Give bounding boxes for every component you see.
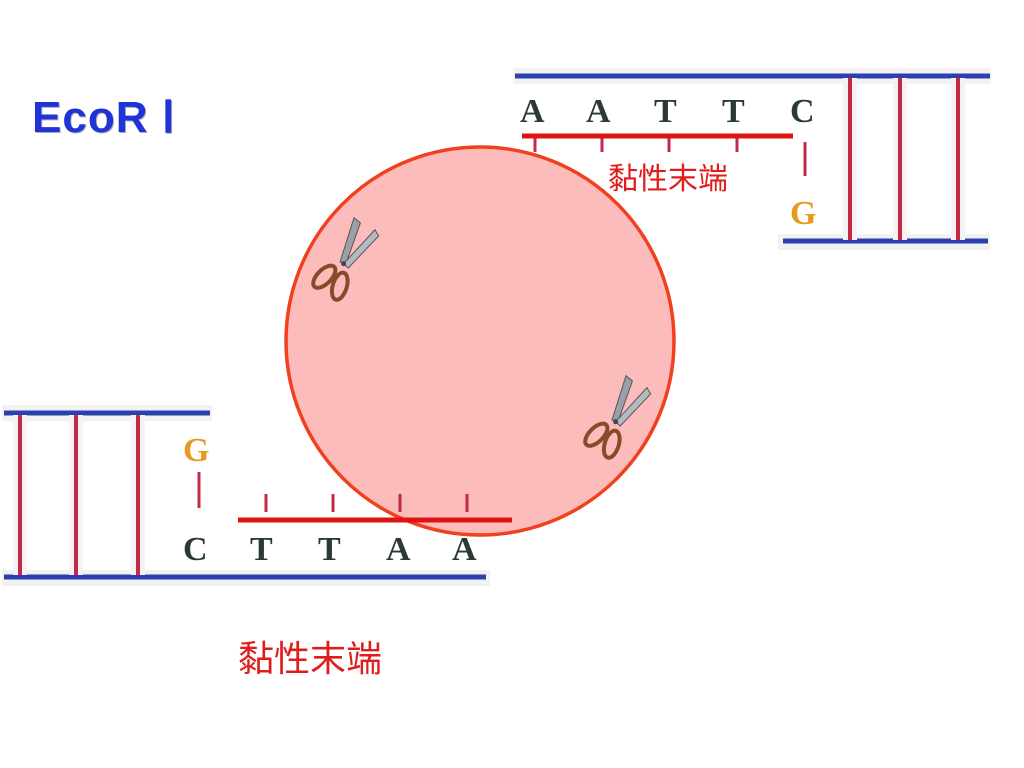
base-label: G <box>790 195 816 232</box>
base-label: A <box>586 93 611 130</box>
sticky-end-label-bottom: 黏性末端 <box>238 639 382 680</box>
base-label: T <box>318 531 341 568</box>
base-label: G <box>183 432 209 469</box>
base-label: C <box>790 93 815 130</box>
base-label: T <box>722 93 745 130</box>
sticky-end-label-top: 黏性末端 <box>608 162 728 197</box>
base-label: T <box>654 93 677 130</box>
cut-site-circle <box>284 145 676 537</box>
base-label: A <box>452 531 477 568</box>
base-label: C <box>183 531 208 568</box>
base-label: T <box>250 531 273 568</box>
bottom-dna-fragment: G C T T A A <box>2 405 490 586</box>
base-label: A <box>520 93 545 130</box>
top-dna-fragment: A A T T C G <box>513 68 991 250</box>
base-label: A <box>386 531 411 568</box>
diagram-title: EcoR Ⅰ <box>32 93 176 142</box>
